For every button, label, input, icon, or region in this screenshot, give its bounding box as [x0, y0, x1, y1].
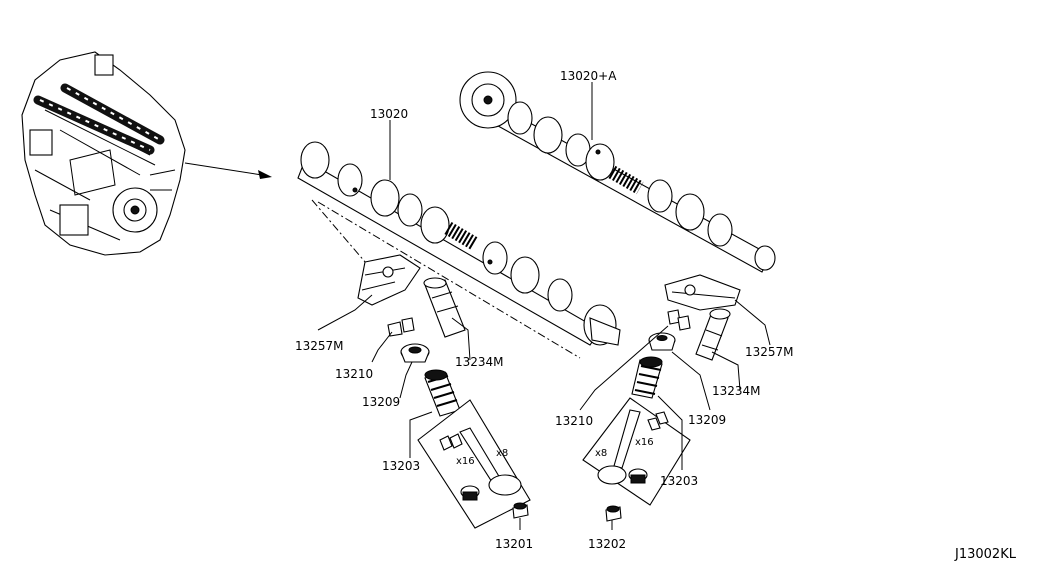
- projection-lines: [311, 199, 581, 359]
- valve-spring-left: [424, 369, 461, 417]
- diagram-code: J13002KL: [954, 547, 1017, 562]
- label-13203-left: 13203: [382, 459, 420, 473]
- rocker-arm-left: [357, 254, 421, 306]
- qty-x8-left: x8: [496, 448, 508, 459]
- label-13201: 13201: [495, 537, 533, 551]
- valve-set-box-left: [417, 399, 531, 529]
- leader-lines: [317, 82, 771, 530]
- valve-set-box-right: [582, 397, 691, 506]
- valve-stem-seal-13202: [605, 505, 622, 522]
- qty-x16-left: x16: [456, 456, 475, 467]
- label-13202: 13202: [588, 537, 626, 551]
- qty-x8-right: x8: [595, 448, 607, 459]
- camshaft-13020: [297, 141, 621, 346]
- valve-collet-right: [667, 309, 691, 331]
- qty-x16-right: x16: [635, 437, 654, 448]
- valve-retainer-right: [648, 332, 676, 351]
- label-13203-right: 13203: [660, 474, 698, 488]
- label-13257m-right: 13257M: [745, 345, 794, 359]
- lash-adjuster-right: [695, 308, 731, 361]
- valve-stem-seal-13201: [512, 502, 529, 519]
- valve-spring-right: [631, 356, 663, 399]
- engine-camshaft-bands: [33, 83, 165, 155]
- label-13234m-right: 13234M: [712, 384, 761, 398]
- camshaft-13020a: [459, 71, 776, 273]
- label-13234m-left: 13234M: [455, 355, 504, 369]
- engine-arrow: [184, 162, 272, 179]
- label-13210-left: 13210: [335, 367, 373, 381]
- label-13209-left: 13209: [362, 395, 400, 409]
- label-13209-right: 13209: [688, 413, 726, 427]
- label-13020: 13020: [370, 107, 408, 121]
- valve-retainer-left: [400, 343, 430, 363]
- label-13257m-left: 13257M: [295, 339, 344, 353]
- lash-adjuster-left: [423, 277, 466, 338]
- label-13210-right: 13210: [555, 414, 593, 428]
- label-13020a: 13020+A: [560, 69, 617, 83]
- valve-collet-left: [387, 317, 415, 337]
- rocker-arm-right: [664, 274, 741, 311]
- engine-illustration: [21, 51, 186, 256]
